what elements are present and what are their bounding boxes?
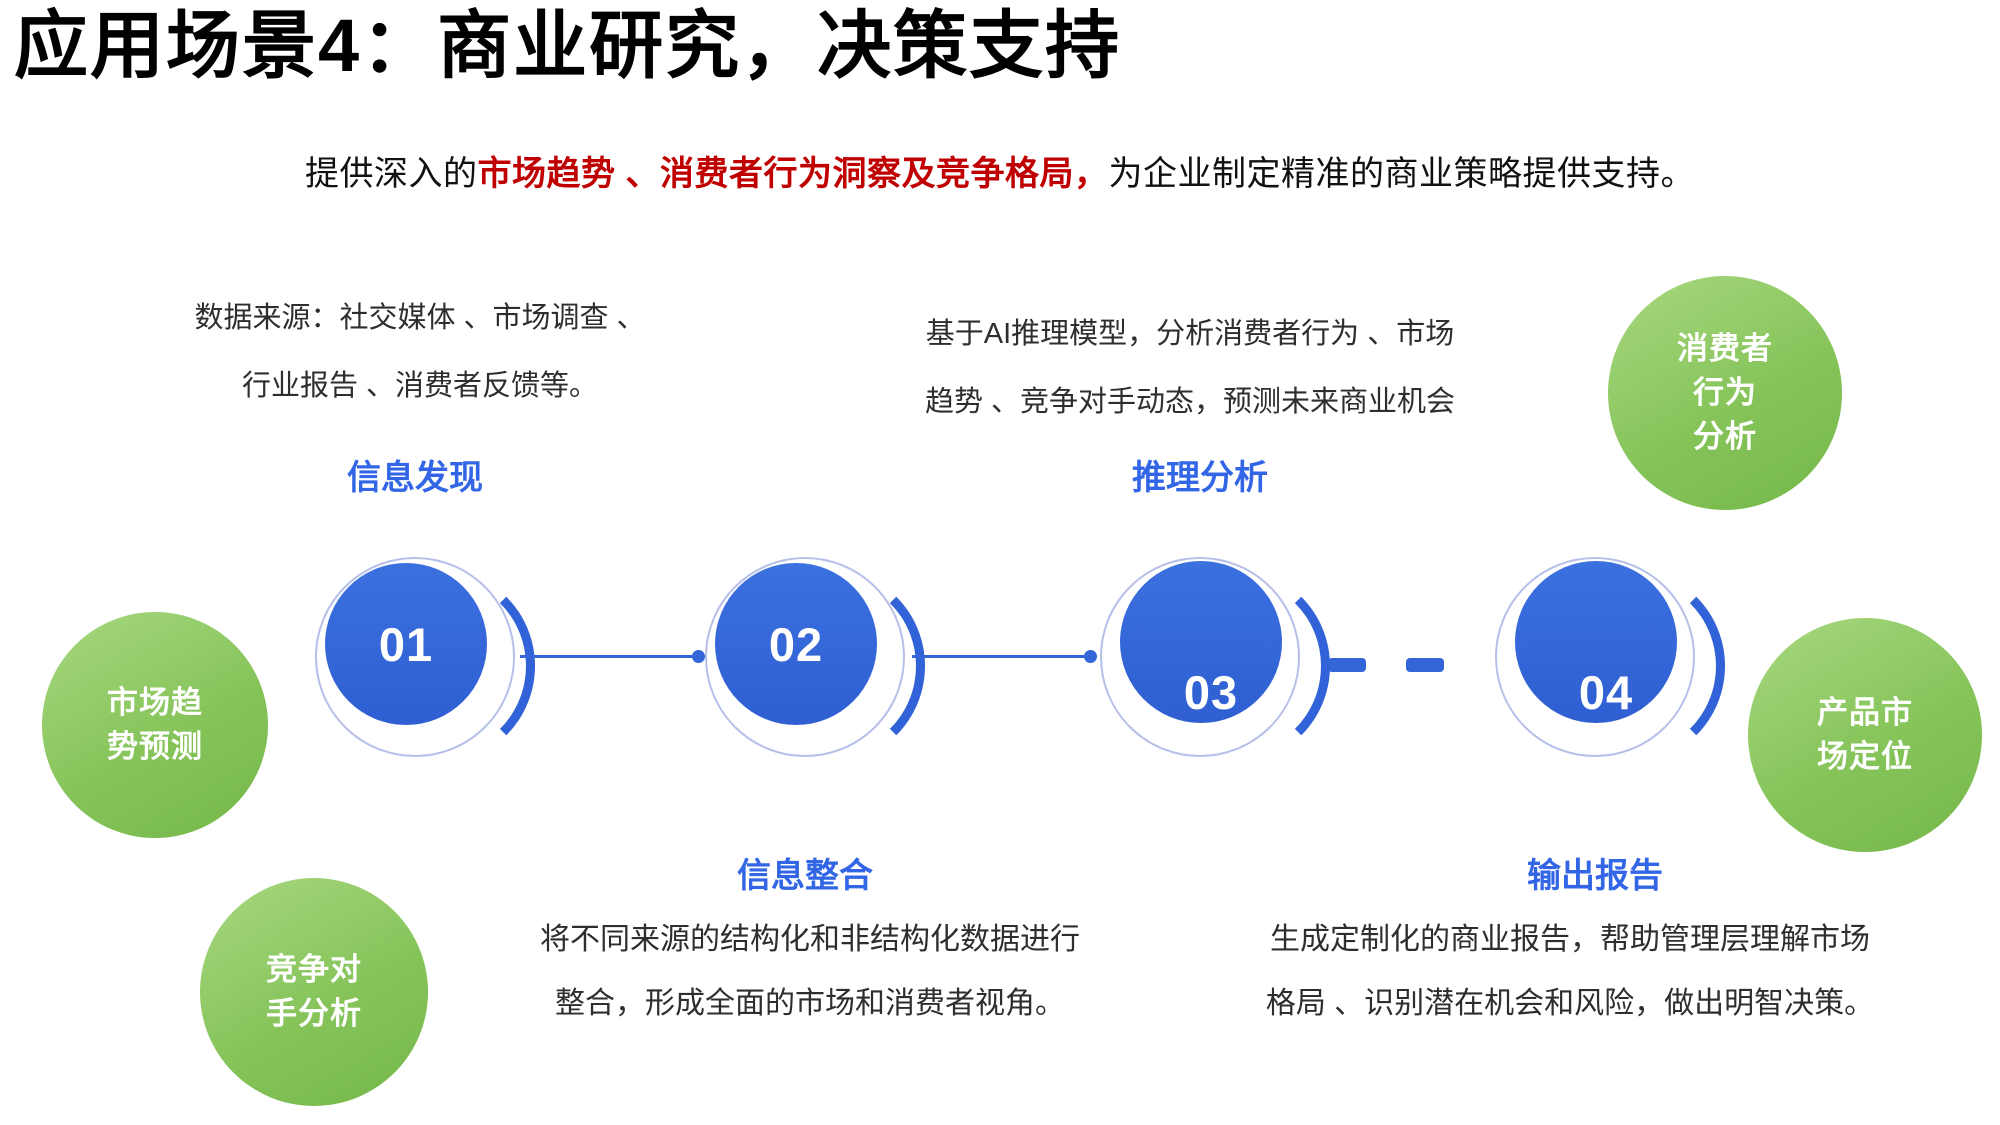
bubble-label-line: 分析	[1693, 419, 1757, 454]
connector-line-2-3	[912, 650, 1097, 663]
bubble-label-line: 势预测	[107, 729, 203, 764]
step-4-label: 输出报告	[1527, 857, 1663, 895]
crescent-arc	[339, 568, 535, 764]
bubble-competitor-analysis: 竞争对 手分析	[200, 878, 428, 1106]
bubble-label-line: 手分析	[266, 996, 362, 1031]
subtitle-prefix: 提供深入的	[305, 155, 478, 193]
step-number: 03	[1183, 665, 1239, 719]
bubble-product-market-positioning: 产品市 场定位	[1748, 618, 1982, 852]
step-1-description: 数据来源：社交媒体 、市场调查 、 行业报告 、消费者反馈等。	[120, 284, 720, 420]
step-number: 04	[1578, 665, 1634, 719]
step-3-description-line: 趋势 、竞争对手动态，预测未来商业机会	[924, 386, 1456, 418]
node-circle: 01	[325, 563, 487, 725]
bubble-label-line: 场定位	[1817, 739, 1913, 774]
step-1-description-line: 数据来源：社交媒体 、市场调查 、	[194, 302, 646, 334]
step-node-03: 03	[1100, 557, 1330, 764]
node-circle: 02	[715, 563, 877, 725]
step-4-description-line: 格局 、识别潜在机会和风险，做出明智决策。	[1265, 987, 1875, 1020]
step-1-label: 信息发现	[347, 459, 483, 497]
crescent-arc	[1529, 568, 1725, 764]
node-circle: 04	[1515, 561, 1677, 723]
bubble-label-line: 市场趋	[107, 684, 203, 720]
step-4-description: 生成定制化的商业报告，帮助管理层理解市场 格局 、识别潜在机会和风险，做出明智决…	[1170, 908, 1970, 1036]
step-2-description-line: 将不同来源的结构化和非结构化数据进行	[540, 923, 1080, 956]
bubble-label-line: 产品市	[1817, 694, 1913, 730]
node-circle: 03	[1120, 561, 1282, 723]
connector-line-1-2	[520, 650, 705, 663]
connector-dot	[1084, 650, 1097, 663]
bubble-market-trend-forecast: 市场趋 势预测	[42, 612, 268, 838]
step-3-description-line: 基于AI推理模型，分析消费者行为 、市场	[925, 318, 1455, 350]
step-number: 02	[768, 617, 824, 671]
crescent-arc	[729, 568, 925, 764]
connector-dash	[1328, 658, 1366, 672]
step-4-description-line: 生成定制化的商业报告，帮助管理层理解市场	[1270, 923, 1870, 956]
step-3-description: 基于AI推理模型，分析消费者行为 、市场 趋势 、竞争对手动态，预测未来商业机会	[860, 300, 1520, 436]
bubble-label-line: 行为	[1693, 374, 1757, 410]
bubble-consumer-behavior-analysis: 消费者 行为 分析	[1608, 276, 1842, 510]
step-1-description-line: 行业报告 、消费者反馈等。	[241, 370, 599, 402]
step-node-02: 02	[705, 557, 925, 764]
step-2-label: 信息整合	[737, 857, 873, 895]
subtitle: 提供深入的市场趋势 、消费者行为洞察及竞争格局，为企业制定精准的商业策略提供支持…	[0, 146, 2000, 195]
connector-dash	[1406, 658, 1444, 672]
page-title: 应用场景4：商业研究，决策支持	[14, 4, 1122, 87]
crescent-arc	[1134, 568, 1330, 764]
step-2-description: 将不同来源的结构化和非结构化数据进行 整合，形成全面的市场和消费者视角。	[430, 908, 1190, 1036]
subtitle-suffix: 为企业制定精准的商业策略提供支持。	[1108, 155, 1695, 193]
step-node-01: 01	[315, 557, 535, 764]
step-node-04: 04	[1495, 557, 1725, 764]
step-number: 01	[378, 617, 434, 671]
connector-dot	[692, 650, 705, 663]
subtitle-highlight: 市场趋势 、消费者行为洞察及竞争格局，	[477, 155, 1109, 193]
step-2-description-line: 整合，形成全面的市场和消费者视角。	[555, 987, 1065, 1020]
step-3-label: 推理分析	[1132, 459, 1268, 497]
bubble-label-line: 消费者	[1677, 330, 1773, 366]
bubble-label-line: 竞争对	[266, 951, 362, 987]
